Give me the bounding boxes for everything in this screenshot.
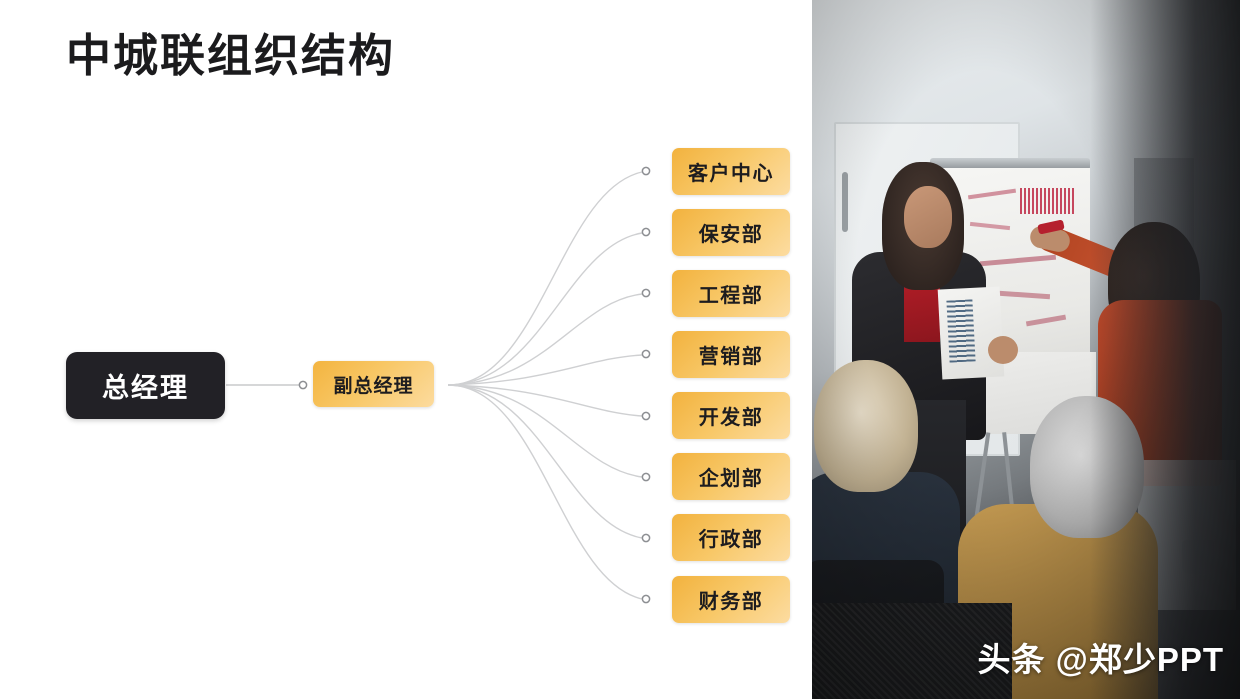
org-node-department-7[interactable]: 行政部 <box>672 514 790 561</box>
org-node-department-4[interactable]: 营销部 <box>672 331 790 378</box>
org-node-department-2[interactable]: 保安部 <box>672 209 790 256</box>
photo-vignette <box>812 0 1240 699</box>
page-title: 中城联组织结构 <box>66 30 396 81</box>
org-node-general-manager[interactable]: 总经理 <box>66 352 225 419</box>
org-node-department-3[interactable]: 工程部 <box>672 270 790 317</box>
connector-fan <box>447 171 643 600</box>
presentation-photo: 头条 @郑少PPT <box>812 0 1240 699</box>
org-node-department-8[interactable]: 财务部 <box>672 576 790 623</box>
watermark: 头条 @郑少PPT <box>977 641 1224 678</box>
org-node-department-1[interactable]: 客户中心 <box>672 148 790 195</box>
org-node-department-6[interactable]: 企划部 <box>672 453 790 500</box>
connector-endpoints <box>641 166 651 604</box>
connector-node-sub <box>298 380 308 390</box>
org-chart: 总经理 副总经理 客户中心 保安部 工程部 营销部 开发部 企划部 行政部 财务… <box>66 148 790 623</box>
org-node-deputy-general-manager[interactable]: 副总经理 <box>313 361 434 407</box>
org-node-department-5[interactable]: 开发部 <box>672 392 790 439</box>
